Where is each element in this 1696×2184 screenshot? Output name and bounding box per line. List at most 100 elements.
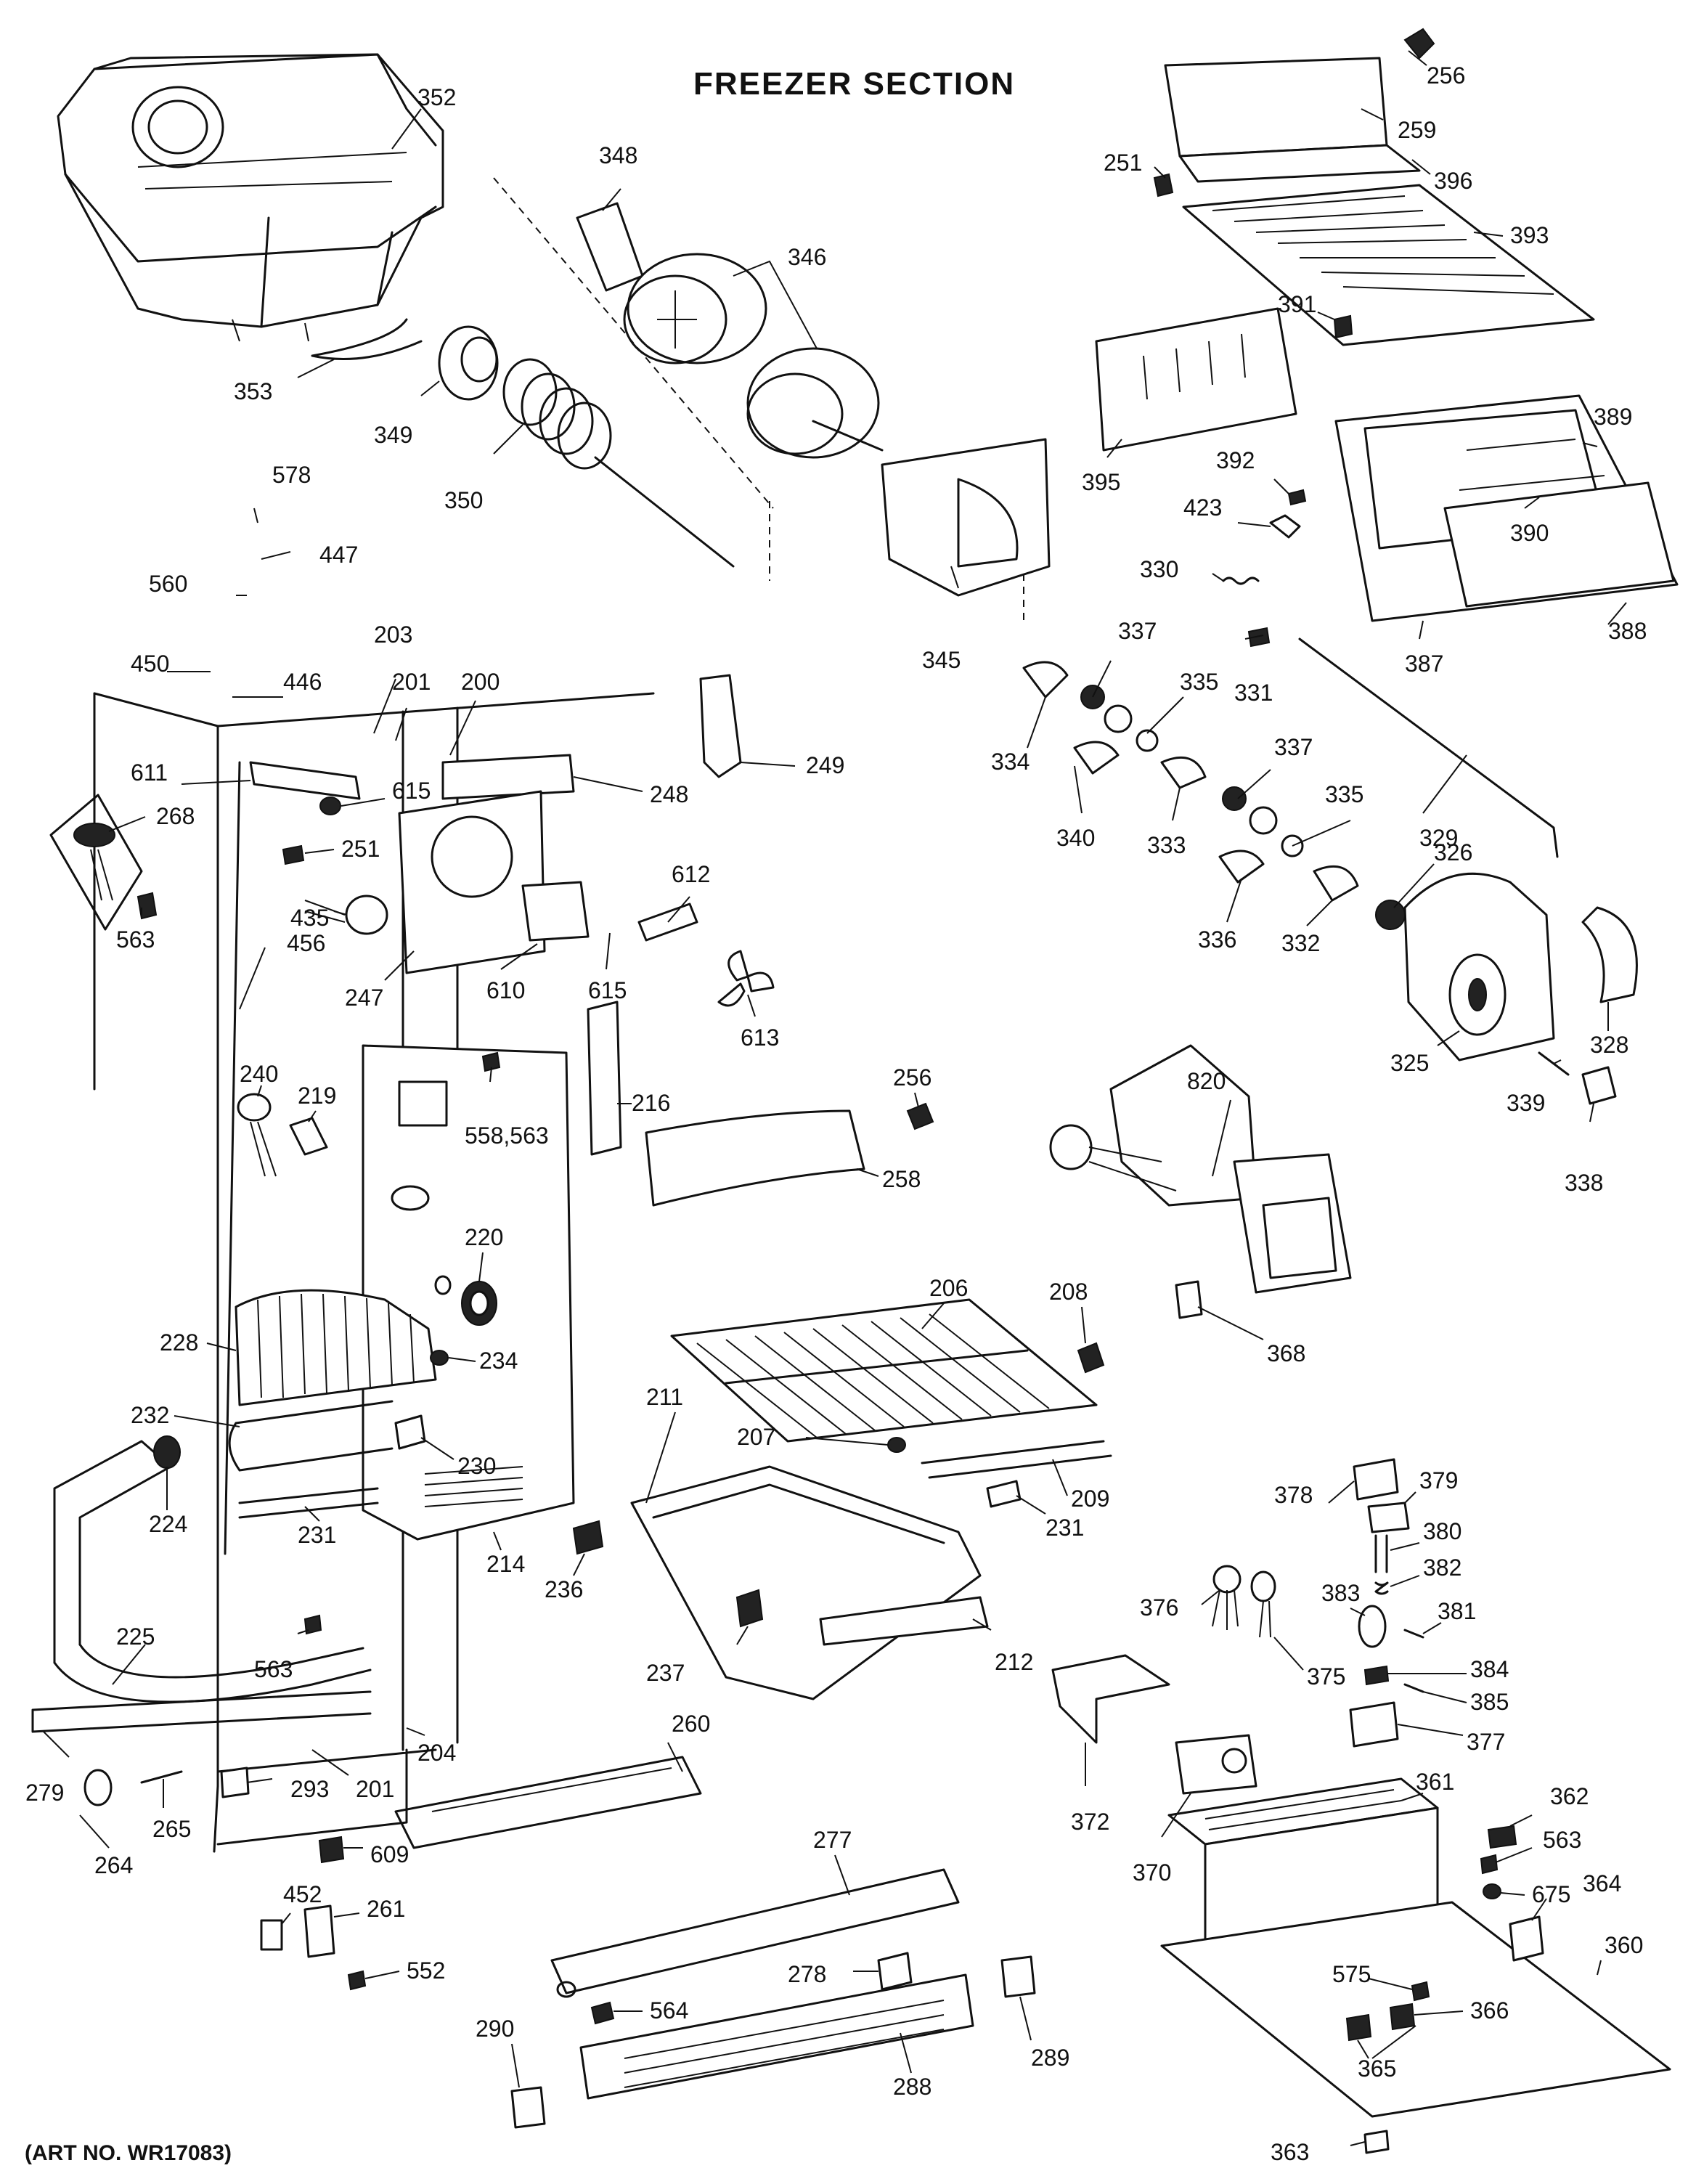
part-208-support [1077, 1342, 1105, 1374]
callout-392: 392 [1216, 447, 1255, 473]
part-385-pin [1403, 1683, 1424, 1693]
part-610-motor [521, 881, 590, 942]
part-366-grommet [1389, 2002, 1416, 2031]
part-268-light [49, 794, 158, 931]
part-228-evaporator [235, 1289, 437, 1406]
part-216-channel [587, 1001, 622, 1156]
part-207-clip [887, 1437, 906, 1453]
callout-293: 293 [290, 1776, 329, 1802]
part-370-relay [1175, 1734, 1257, 1795]
part-376-connector [1212, 1565, 1242, 1594]
callout-615: 615 [392, 778, 431, 804]
part-611-bracket [249, 761, 361, 800]
part-288-grille [579, 1973, 974, 2100]
callout-219: 219 [298, 1083, 336, 1109]
alignment-lines [493, 177, 1024, 624]
callout-452: 452 [283, 1881, 322, 1907]
callout-423: 423 [1183, 494, 1222, 521]
part-231-bar [238, 1487, 379, 1519]
callout-379: 379 [1419, 1467, 1458, 1494]
part-230-clip [394, 1414, 426, 1450]
part-345-bracket [881, 438, 1051, 597]
part-drawings [31, 28, 1679, 2154]
callout-352: 352 [417, 84, 456, 110]
callout-675: 675 [1532, 1881, 1570, 1907]
part-675-nut [1483, 1883, 1501, 1899]
part-236-clip [572, 1520, 604, 1555]
callout-365: 365 [1358, 2055, 1396, 2082]
part-575-screw [1411, 1981, 1430, 2002]
callout-610: 610 [486, 977, 525, 1003]
callout-389: 389 [1594, 404, 1632, 430]
part-206-shelf [670, 1298, 1098, 1443]
part-363-foot [1363, 2130, 1390, 2154]
part-346-drums [623, 253, 884, 459]
callout-325: 325 [1390, 1050, 1429, 1076]
callout-288: 288 [893, 2074, 931, 2100]
part-352-ice-bucket [57, 53, 444, 342]
callout-364: 364 [1583, 1870, 1621, 1896]
callout-390: 390 [1510, 520, 1549, 546]
callout-370: 370 [1133, 1859, 1171, 1886]
callout-334: 334 [991, 749, 1030, 775]
part-393-shelf [1182, 184, 1595, 346]
callout-447: 447 [319, 542, 358, 568]
part-435-capacitor [345, 895, 388, 935]
part-613-fan [717, 950, 775, 1007]
part-392-screw [1287, 489, 1307, 506]
part-609-switch [318, 1835, 345, 1864]
part-364-terminal [1509, 1915, 1544, 1962]
part-391-stop [1333, 314, 1353, 339]
part-387-dispenser [1334, 394, 1679, 622]
callout-388: 388 [1608, 618, 1647, 644]
part-381-pin [1403, 1629, 1424, 1639]
callout-377: 377 [1467, 1729, 1505, 1755]
part-251-clip [1153, 173, 1174, 197]
callout-450: 450 [131, 651, 169, 677]
part-353-bail [311, 318, 423, 360]
callout-564: 564 [650, 1997, 688, 2024]
part-279-rail [31, 1690, 372, 1733]
callout-340: 340 [1056, 825, 1095, 851]
callout-376: 376 [1140, 1594, 1178, 1621]
callout-612: 612 [672, 861, 710, 887]
callout-384: 384 [1470, 1656, 1509, 1682]
callout-381: 381 [1438, 1598, 1476, 1624]
part-247-plate [398, 790, 590, 974]
callout-575: 575 [1332, 1961, 1371, 1987]
part-379-coil [1367, 1502, 1410, 1533]
part-248-bar [441, 754, 575, 800]
callout-258: 258 [882, 1166, 921, 1192]
callout-332: 332 [1281, 930, 1320, 956]
callout-331: 331 [1234, 680, 1273, 706]
part-260-tray [394, 1756, 702, 1849]
part-225-drain-tube [53, 1435, 372, 1703]
callout-251: 251 [1104, 150, 1142, 176]
callout-201: 201 [392, 669, 431, 695]
callout-261: 261 [367, 1896, 405, 1922]
callout-337: 337 [1274, 734, 1313, 760]
callout-265: 265 [152, 1816, 191, 1842]
callout-391: 391 [1278, 291, 1316, 317]
callout-385: 385 [1470, 1689, 1509, 1715]
callout-259: 259 [1398, 117, 1436, 143]
part-375-connector [1250, 1570, 1276, 1602]
part-209-rails [921, 1440, 1112, 1479]
part-361-cover [1167, 1777, 1439, 1947]
part-265-pin [140, 1770, 183, 1784]
callout-339: 339 [1507, 1090, 1545, 1116]
callout-251: 251 [341, 836, 380, 862]
part-278-clip [877, 1952, 913, 1991]
part-350-auger [502, 358, 735, 568]
part-211-pan [630, 1465, 989, 1700]
part-365-grommet [1345, 2013, 1372, 2042]
callout-209: 209 [1071, 1486, 1109, 1512]
part-563-screw-c [1480, 1854, 1499, 1875]
part-377-bracket [1349, 1701, 1399, 1748]
part-237-clip [735, 1589, 764, 1628]
part-452-pad [260, 1919, 283, 1951]
callout-206: 206 [929, 1275, 968, 1301]
callout-609: 609 [370, 1841, 409, 1867]
callout-560: 560 [149, 571, 187, 597]
part-293-bracket [220, 1767, 250, 1798]
